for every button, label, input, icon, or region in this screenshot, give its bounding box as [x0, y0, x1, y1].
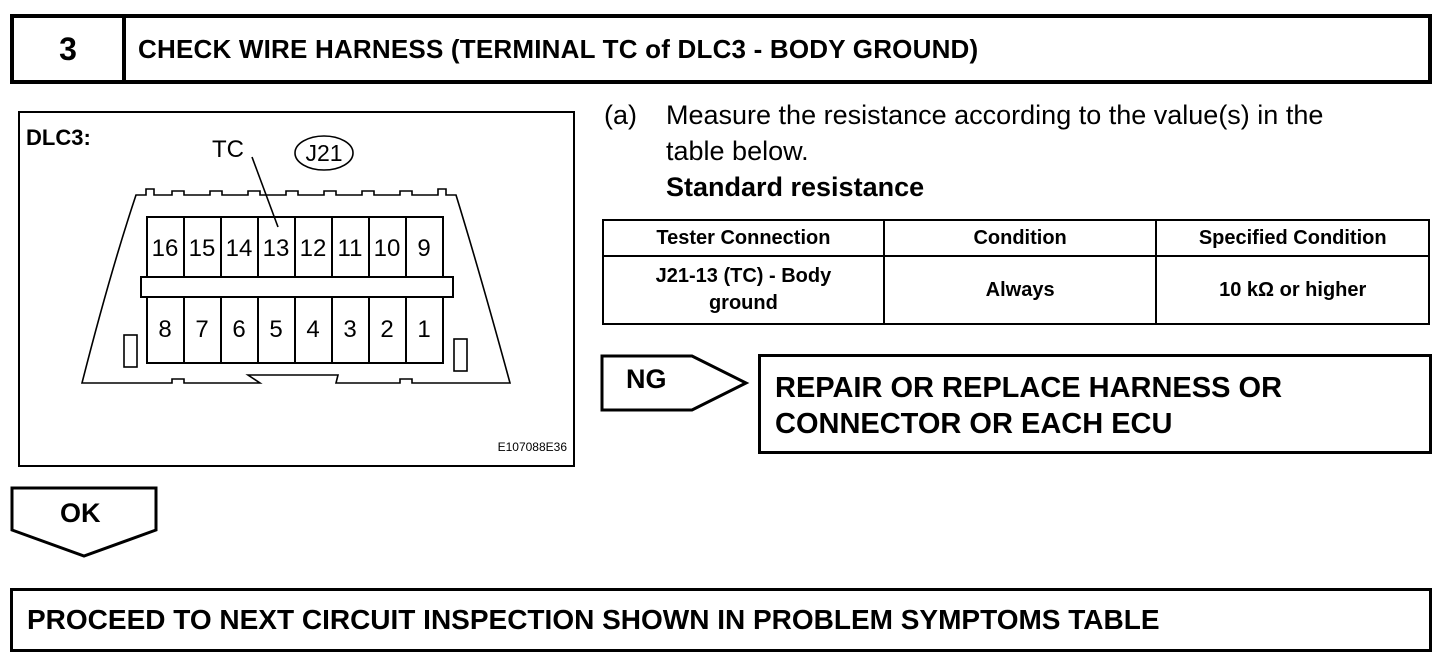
pin-label: 10: [374, 235, 401, 262]
ng-result-line-2: CONNECTOR OR EACH ECU: [775, 408, 1173, 440]
column-header: Condition: [882, 219, 1158, 257]
connector-housing: [80, 188, 512, 384]
right-latch-tab: [453, 338, 468, 372]
ok-arrow: [10, 486, 158, 558]
pin-label: 9: [417, 235, 430, 262]
final-instruction-box: PROCEED TO NEXT CIRCUIT INSPECTION SHOWN…: [10, 588, 1432, 652]
dlc3-connector-diagram: DLC3: TC J21 16 15 14 13 12 11 10 9 8 7 …: [26, 125, 568, 454]
pin-label: 14: [226, 235, 253, 262]
tc-leader-line: [251, 156, 279, 228]
pin-label: 8: [158, 316, 171, 343]
final-instruction-text: PROCEED TO NEXT CIRCUIT INSPECTION SHOWN…: [27, 604, 1160, 635]
dlc3-connector-figure: DLC3: TC J21 16 15 14 13 12 11 10 9 8 7 …: [18, 111, 575, 467]
pin-label: 7: [195, 316, 208, 343]
pin-label: 15: [189, 235, 216, 262]
connector-code: J21: [305, 140, 342, 166]
specified-condition-cell: 10 kΩ or higher: [1155, 255, 1430, 325]
pin-label: 12: [300, 235, 327, 262]
pin-label: 6: [232, 316, 245, 343]
ng-result-text: REPAIR OR REPLACE HARNESS OR CONNECTOR O…: [775, 370, 1282, 442]
figure-code: E107088E36: [498, 440, 568, 454]
pin-label: 1: [417, 316, 430, 343]
column-header: Specified Condition: [1155, 219, 1430, 257]
step-header: 3 CHECK WIRE HARNESS (TERMINAL TC of DLC…: [10, 14, 1432, 84]
pin-label: 16: [152, 235, 179, 262]
tester-connection-line-2: ground: [708, 292, 778, 314]
pin-label: 3: [343, 316, 356, 343]
connector-label: DLC3:: [26, 125, 91, 150]
center-divider: [140, 276, 454, 298]
ng-result-line-1: REPAIR OR REPLACE HARNESS OR: [775, 372, 1283, 404]
column-header: Tester Connection: [602, 219, 885, 257]
pin-label: 2: [380, 316, 393, 343]
table-header-row: Tester Connection Condition Specified Co…: [602, 219, 1430, 257]
left-latch-tab: [123, 334, 138, 368]
pin-label: 4: [306, 316, 319, 343]
tester-connection-line-1: J21-13 (TC) - Body: [655, 265, 832, 287]
ng-arrow: [600, 354, 750, 412]
standard-resistance-heading: Standard resistance: [666, 172, 925, 202]
ng-label: NG: [626, 364, 667, 394]
tester-connection-cell: J21-13 (TC) - Body ground: [602, 255, 885, 325]
pin-label: 11: [338, 235, 363, 262]
condition-cell: Always: [882, 255, 1158, 325]
pin-label: 5: [269, 316, 282, 343]
instruction-line-1: Measure the resistance according to the …: [666, 100, 1324, 130]
ng-result-box: REPAIR OR REPLACE HARNESS OR CONNECTOR O…: [758, 354, 1432, 454]
terminal-label: TC: [212, 136, 244, 163]
instruction-marker: (a): [604, 100, 637, 130]
resistance-spec-table: Tester Connection Condition Specified Co…: [602, 219, 1430, 325]
connector-code-oval: [294, 135, 354, 171]
step-title: CHECK WIRE HARNESS (TERMINAL TC of DLC3 …: [138, 33, 979, 64]
ok-label: OK: [60, 498, 101, 528]
step-number: 3: [14, 18, 126, 80]
instruction-line-2: table below.: [666, 136, 809, 166]
pin-label: 13: [263, 235, 290, 262]
table-row: J21-13 (TC) - Body ground Always 10 kΩ o…: [602, 255, 1430, 325]
